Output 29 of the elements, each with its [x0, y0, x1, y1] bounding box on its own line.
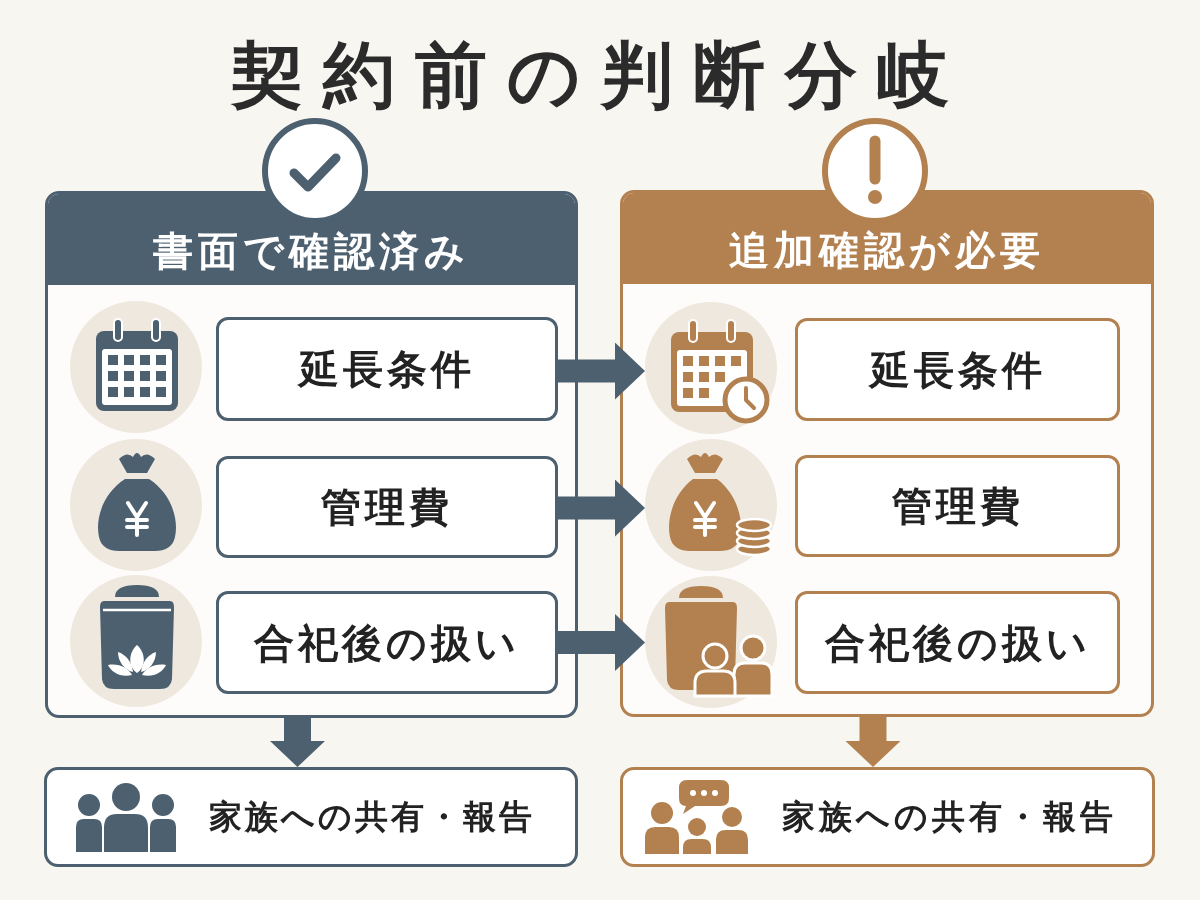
arrow — [558, 342, 645, 400]
item-label: 延長条件 — [299, 345, 475, 393]
panel — [620, 190, 1154, 717]
item-box — [216, 317, 558, 421]
arrow — [845, 717, 901, 767]
arrow — [270, 718, 325, 767]
item-label: 管理費 — [891, 482, 1024, 530]
item-label: 延長条件 — [869, 345, 1046, 394]
panel — [45, 191, 578, 718]
arrow — [558, 614, 645, 671]
item-label: 合祀後の扱い — [254, 618, 520, 667]
result-label: 家族への共有・報告 — [782, 797, 1117, 837]
urn-people-icon — [645, 576, 777, 708]
item-box — [795, 455, 1120, 557]
item-box — [216, 591, 558, 694]
calendar-clock-icon — [645, 302, 777, 434]
item-label: 合祀後の扱い — [824, 618, 1091, 667]
panel-heading: 書面で確認済み — [153, 226, 470, 275]
money-bag-coins-icon — [645, 439, 777, 571]
panel-heading: 追加確認が必要 — [729, 225, 1045, 274]
result-box — [44, 767, 578, 867]
item-box — [216, 456, 558, 558]
item-box — [795, 318, 1120, 421]
item-label: 管理費 — [321, 483, 453, 531]
title: 契約前の判断分岐 — [231, 33, 969, 117]
arrow — [558, 479, 645, 537]
item-box — [795, 591, 1120, 694]
result-box — [620, 767, 1155, 867]
result-label: 家族への共有・報告 — [209, 797, 535, 837]
